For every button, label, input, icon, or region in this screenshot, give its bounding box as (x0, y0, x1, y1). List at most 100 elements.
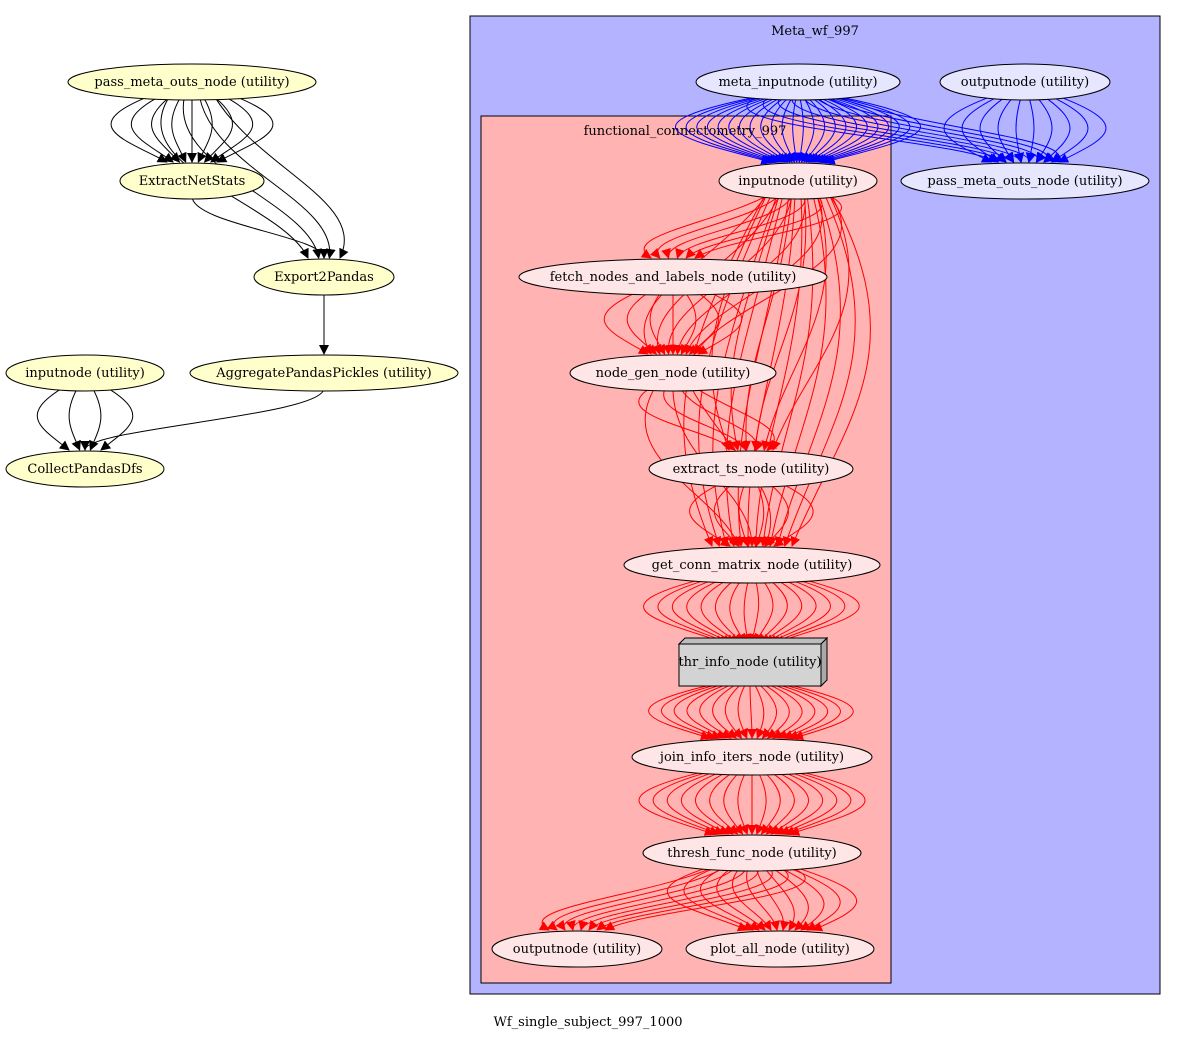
edge-mi-to-in_f (728, 96, 784, 163)
edge-mi-to-in_f (817, 96, 889, 164)
edge-ets-to-gcm (754, 484, 765, 547)
edge-gcm-to-thr (686, 579, 736, 644)
edge-ngn-to-ets (663, 388, 747, 451)
nodes: pass_meta_outs_node (utility) ExtractNet… (5, 63, 1150, 968)
node-node-gen[interactable]: node_gen_node (utility) (569, 354, 777, 392)
edge-tfn-to-pan (699, 867, 760, 931)
edge-in_f-to-gcm (790, 196, 871, 547)
edge-mi-to-in_f (717, 96, 781, 164)
edge-tfn-to-on_f (596, 867, 789, 931)
edge-in_f-to-ets (771, 196, 850, 451)
edge-tfn-to-pan (732, 867, 772, 931)
edge-thr-to-jii (661, 682, 724, 740)
node-export2pandas[interactable]: Export2Pandas (253, 258, 395, 296)
edge-pmo-to-ens (151, 96, 181, 163)
edge-ets-to-gcm (738, 484, 750, 547)
node-thr-info[interactable]: thr_info_node (utility) (677, 636, 829, 688)
edge-thr-to-jii (648, 682, 720, 741)
node-meta-inputnode[interactable]: meta_inputnode (utility) (695, 63, 901, 101)
edge-tfn-to-on_f (604, 867, 806, 931)
edge-on_m-to-pmo2 (979, 96, 1007, 163)
edge-jii-to-tfn (755, 772, 767, 835)
edge-in_f-to-fnl (650, 195, 780, 259)
edge-fnl-to-ngn (680, 292, 697, 355)
edge-in_f-to-ets (730, 196, 780, 451)
edge-mi-to-in_f (812, 96, 868, 163)
node-label: fetch_nodes_and_labels_node (utility) (550, 270, 797, 285)
edge-fnl-to-ngn (697, 291, 743, 355)
edge-ngn-to-ets (680, 388, 765, 451)
node-pass-meta-outs-meta[interactable]: pass_meta_outs_node (utility) (900, 162, 1150, 200)
edge-on_m-to-pmo2 (997, 96, 1015, 163)
edge-mi-to-in_f (675, 96, 772, 165)
node-pass-meta-outs[interactable]: pass_meta_outs_node (utility) (67, 63, 317, 101)
node-outputnode-func[interactable]: outputnode (utility) (491, 930, 663, 968)
node-fetch-nodes-and-labels[interactable]: fetch_nodes_and_labels_node (utility) (518, 258, 828, 296)
edge-tfn-to-pan (666, 867, 749, 932)
edge-mi-to-in_f (749, 96, 789, 163)
edge-mi-to-in_f (795, 97, 806, 163)
node-label: inputnode (utility) (25, 366, 145, 381)
node-join-info-iters[interactable]: join_info_iters_node (utility) (631, 738, 873, 776)
edge-thr-to-jii (776, 682, 841, 740)
node-label: inputnode (utility) (738, 174, 858, 189)
edge-ets-to-gcm (713, 483, 740, 547)
edge-jii-to-tfn (789, 771, 866, 836)
node-inputnode-func[interactable]: inputnode (utility) (718, 162, 878, 200)
node-thresh-func[interactable]: thresh_func_node (utility) (642, 834, 862, 872)
edge-in_f-to-ets (711, 196, 767, 451)
edge-tfn-to-pan (798, 867, 857, 932)
edge-fnl-to-ngn (603, 291, 649, 355)
node-collect-pandas-dfs[interactable]: CollectPandasDfs (5, 450, 165, 488)
edge-thr-to-jii (686, 682, 732, 739)
edge-ngn-to-ets (695, 387, 778, 451)
node-extract-ts[interactable]: extract_ts_node (utility) (648, 450, 854, 488)
edge-tfn-to-pan (716, 867, 766, 931)
edge-gcm-to-thr (657, 579, 730, 645)
node-label: node_gen_node (utility) (596, 366, 751, 381)
edge-in_f-to-gcm (782, 196, 856, 547)
edge-ngn-to-ets (638, 387, 736, 451)
edge-in_f-to-gcm (758, 196, 814, 547)
edge-mi-to-in_f (824, 96, 921, 165)
edge-fnl-to-ngn (626, 291, 658, 355)
edge-ets-to-gcm (764, 483, 789, 547)
edge-tfn-to-pan (683, 867, 754, 931)
edge-pmo-to-ens (171, 97, 187, 163)
edge-gcm-to-thr (729, 580, 746, 644)
node-plot-all[interactable]: plot_all_node (utility) (685, 930, 875, 968)
node-extract-net-stats[interactable]: ExtractNetStats (119, 162, 265, 200)
edge-tfn-to-pan (764, 867, 799, 931)
node-label: plot_all_node (utility) (710, 942, 850, 957)
edge-app-to-cpd (80, 388, 325, 451)
edge-in_f-to-fnl (694, 195, 842, 259)
edge-on_m-to-pmo2 (1058, 96, 1107, 163)
node-label: meta_inputnode (utility) (718, 75, 877, 90)
edge-in_l-to-cpd (36, 387, 70, 451)
edge-mi-to-in_f (760, 96, 791, 163)
edge-jii-to-tfn (652, 771, 720, 836)
node-label: get_conn_matrix_node (utility) (652, 558, 853, 573)
edge-pmo-to-e2p (199, 97, 336, 259)
node-label: thresh_func_node (utility) (667, 846, 837, 861)
edges (36, 96, 1107, 932)
node-label: ExtractNetStats (139, 174, 246, 189)
edge-ets-to-gcm (773, 483, 814, 547)
edge-on_m-to-pmo2 (1035, 96, 1053, 163)
edge-tfn-to-pan (746, 868, 780, 931)
node-inputnode-left[interactable]: inputnode (utility) (5, 354, 165, 392)
edge-on_m-to-pmo2 (961, 96, 1000, 163)
edge-in_l-to-cpd (100, 387, 134, 451)
node-get-conn-matrix[interactable]: get_conn_matrix_node (utility) (623, 546, 881, 584)
edge-in_f-to-gcm (743, 196, 796, 547)
edge-jii-to-tfn (723, 771, 744, 835)
edge-jii-to-tfn (680, 771, 730, 835)
edge-thr-to-jii (712, 682, 739, 739)
node-outputnode-meta[interactable]: outputnode (utility) (939, 63, 1111, 101)
node-aggregate-pandas-pickles[interactable]: AggregatePandasPickles (utility) (189, 354, 459, 392)
edge-on_m-to-pmo2 (943, 96, 992, 163)
edge-thr-to-jii (780, 682, 854, 741)
edge-gcm-to-thr (741, 580, 752, 644)
edge-thr-to-jii (673, 682, 728, 740)
edge-pmo-to-ens (110, 96, 168, 163)
